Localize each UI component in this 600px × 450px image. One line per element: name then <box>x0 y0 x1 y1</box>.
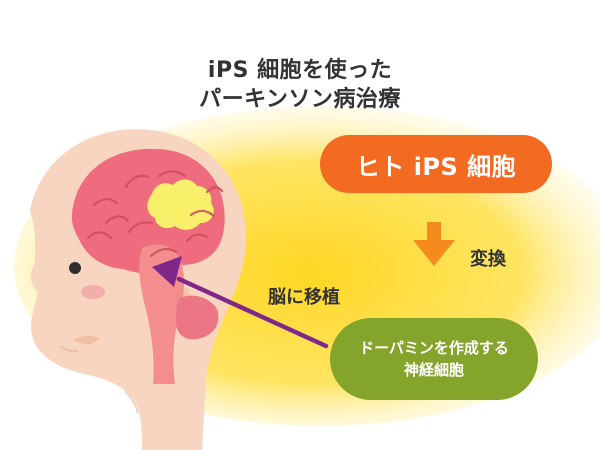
orange-down-arrow-icon <box>413 222 455 266</box>
diagram-title-line-2: パーキンソン病治療 <box>199 87 401 112</box>
transplant-label: 脳に移植 <box>268 287 340 308</box>
eye-icon <box>69 262 81 274</box>
source-cell-pill: ヒト iPS 細胞 <box>320 135 552 193</box>
cheek-icon <box>81 285 105 299</box>
dopamine-cell-cluster-icon <box>147 179 214 230</box>
result-line-1: ドーパミンを作成する <box>359 339 509 357</box>
diagram-title-line-1: iPS 細胞を使った <box>207 58 393 83</box>
dopamine-neuron-oval: ドーパミンを作成する 神経細胞 <box>330 318 538 400</box>
diagram-title: iPS 細胞を使った パーキンソン病治療 <box>150 56 450 114</box>
conversion-label: 変換 <box>470 249 506 270</box>
result-line-2: 神経細胞 <box>403 361 464 379</box>
